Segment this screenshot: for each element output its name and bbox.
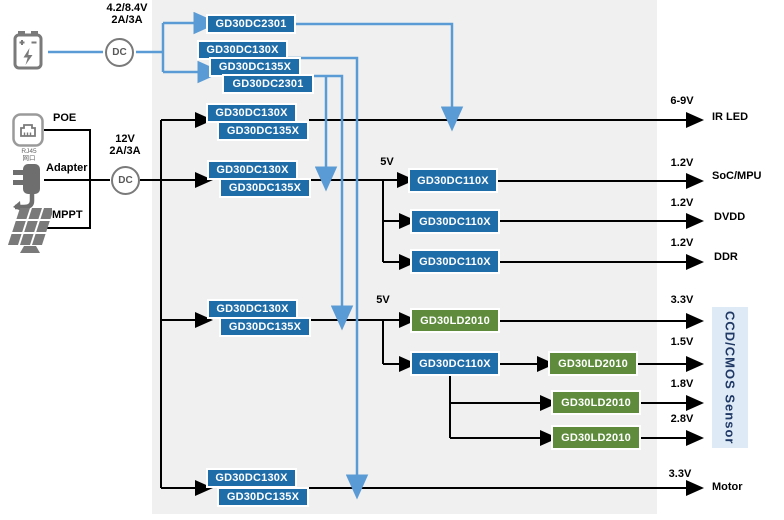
- converter-box-gd30dc130x-irled: GD30DC130X: [206, 103, 297, 123]
- converter-box-gd30dc135x-motor: GD30DC135X: [217, 487, 309, 507]
- output-voltage-1v8: 1.8V: [670, 378, 694, 390]
- converter-box-gd30dc110x-sensor: GD30DC110X: [410, 351, 500, 376]
- battery-rail-current: 2A/3A: [111, 14, 143, 26]
- ldo-box-gd30ld2010-2v8: GD30LD2010: [551, 425, 641, 450]
- output-voltage-dvdd: 1.2V: [670, 197, 694, 209]
- output-voltage-motor: 3.3V: [668, 468, 692, 480]
- ldo-box-gd30ld2010-1v5: GD30LD2010: [548, 351, 638, 376]
- converter-box-gd30dc110x-dvdd: GD30DC110X: [410, 209, 500, 234]
- power-adapter-icon: [13, 164, 40, 211]
- converter-box-gd30dc135x-irled: GD30DC135X: [217, 121, 309, 141]
- converter-box-gd30dc135x-sensor: GD30DC135X: [219, 317, 311, 337]
- output-voltage-irled: 6-9V: [670, 95, 694, 107]
- output-load-dvdd: DVDD: [714, 211, 746, 223]
- ccd-cmos-sensor-panel: CCD/CMOS Sensor: [712, 307, 748, 448]
- blue-bypass-wires: [48, 11, 464, 500]
- dc-converter-circle-main: DC: [111, 166, 140, 195]
- converter-box-gd30dc110x-ddr: GD30DC110X: [410, 249, 500, 274]
- rj45-caption-line2: 网口: [22, 155, 36, 162]
- converter-box-gd30dc130x-sensor: GD30DC130X: [207, 299, 298, 319]
- converter-box-gd30dc135x-digital: GD30DC135X: [219, 178, 311, 198]
- main-rail-label: 12V 2A/3A: [98, 133, 152, 157]
- main-rail-current: 2A/3A: [109, 145, 141, 157]
- dc-converter-circle-battery: DC: [105, 38, 134, 67]
- rail-label-5v-sensor: 5V: [376, 294, 390, 306]
- rj45-caption-line1: RJ45: [21, 148, 37, 155]
- dc-circle-label: DC: [118, 175, 133, 186]
- ccd-cmos-sensor-label: CCD/CMOS Sensor: [722, 310, 738, 445]
- output-voltage-3v3: 3.3V: [670, 294, 694, 306]
- output-voltage-soc: 1.2V: [670, 157, 694, 169]
- converter-box-gd30dc2301-battery-bottom: GD30DC2301: [222, 74, 314, 94]
- battery-icon: [13, 31, 43, 70]
- input-label-adapter: Adapter: [46, 162, 88, 174]
- battery-rail-voltage: 4.2/8.4V: [106, 2, 148, 14]
- input-label-poe: POE: [53, 112, 77, 124]
- black-power-wires: [44, 112, 704, 496]
- converter-box-gd30dc110x-soc: GD30DC110X: [408, 168, 498, 193]
- rj45-ethernet-icon: [12, 113, 44, 147]
- output-load-soc: SoC/MPU: [712, 170, 762, 182]
- converter-box-gd30dc130x-digital: GD30DC130X: [207, 160, 298, 180]
- output-voltage-ddr: 1.2V: [670, 237, 694, 249]
- converter-box-gd30dc2301-battery-top: GD30DC2301: [206, 14, 296, 34]
- output-load-ddr: DDR: [714, 251, 738, 263]
- battery-rail-label: 4.2/8.4V 2A/3A: [94, 2, 160, 26]
- input-label-mppt: MPPT: [52, 209, 83, 221]
- main-rail-voltage: 12V: [115, 133, 135, 145]
- solar-panel-icon: [8, 208, 52, 253]
- converter-box-gd30dc130x-motor: GD30DC130X: [206, 468, 297, 488]
- output-load-motor: Motor: [712, 481, 743, 493]
- converter-box-gd30dc135x-battery: GD30DC135X: [209, 57, 301, 77]
- rj45-caption: RJ45 网口: [10, 148, 48, 162]
- output-voltage-2v8: 2.8V: [670, 413, 694, 425]
- output-voltage-1v5: 1.5V: [670, 336, 694, 348]
- ldo-box-gd30ld2010-1v8: GD30LD2010: [551, 390, 641, 415]
- ldo-box-gd30ld2010-3v3: GD30LD2010: [410, 308, 500, 333]
- dc-circle-label: DC: [112, 47, 127, 58]
- rail-label-5v-digital: 5V: [380, 156, 394, 168]
- output-load-irled: IR LED: [712, 111, 749, 123]
